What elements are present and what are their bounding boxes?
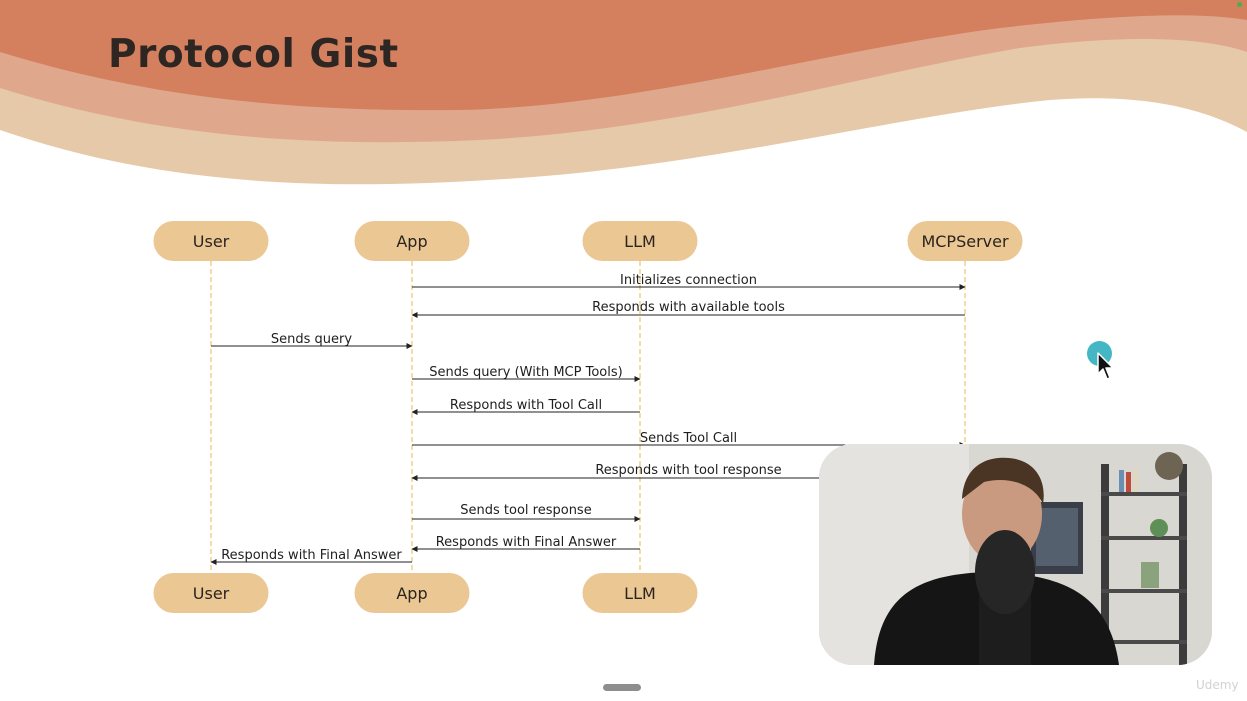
message-label: Initializes connection [620, 273, 757, 288]
actor-bottom-user: User [153, 573, 269, 613]
slide-title: Protocol Gist [108, 32, 399, 77]
actor-box [907, 221, 1023, 261]
actor-label: User [193, 584, 230, 603]
message-label: Responds with tool response [595, 463, 781, 478]
message-label: Responds with Final Answer [436, 535, 617, 550]
presenter-video[interactable] [819, 444, 1212, 665]
message-label: Responds with Tool Call [450, 398, 602, 413]
wave-dark-band [0, 0, 1247, 111]
actor-box [354, 573, 470, 613]
message-label: Sends query [271, 332, 352, 347]
message-label: Sends query (With MCP Tools) [429, 365, 622, 380]
message-label: Sends tool response [460, 503, 591, 518]
actor-label: MCPServer [921, 232, 1009, 251]
actor-top-llm: LLM [582, 221, 698, 261]
message-label: Responds with available tools [592, 300, 785, 315]
message-label: Responds with Final Answer [221, 548, 402, 563]
actor-box [153, 573, 269, 613]
actor-label: LLM [624, 584, 656, 603]
actor-label: App [396, 232, 427, 251]
actor-top-mcpserver: MCPServer [907, 221, 1023, 261]
presenter-video-frame [819, 444, 1212, 665]
actor-top-app: App [354, 221, 470, 261]
actor-bottom-app: App [354, 573, 470, 613]
scroll-handle[interactable] [603, 684, 641, 691]
actor-box [354, 221, 470, 261]
actor-box [582, 573, 698, 613]
actor-label: LLM [624, 232, 656, 251]
actor-box [582, 221, 698, 261]
message-label: Sends Tool Call [640, 431, 737, 446]
actor-top-user: User [153, 221, 269, 261]
udemy-watermark: Udemy [1196, 678, 1239, 692]
header-wave-background [0, 0, 1247, 185]
actor-bottom-llm: LLM [582, 573, 698, 613]
mouse-pointer-icon [1097, 352, 1114, 380]
actor-label: User [193, 232, 230, 251]
actor-box [153, 221, 269, 261]
status-dot [1237, 2, 1242, 7]
actor-label: App [396, 584, 427, 603]
